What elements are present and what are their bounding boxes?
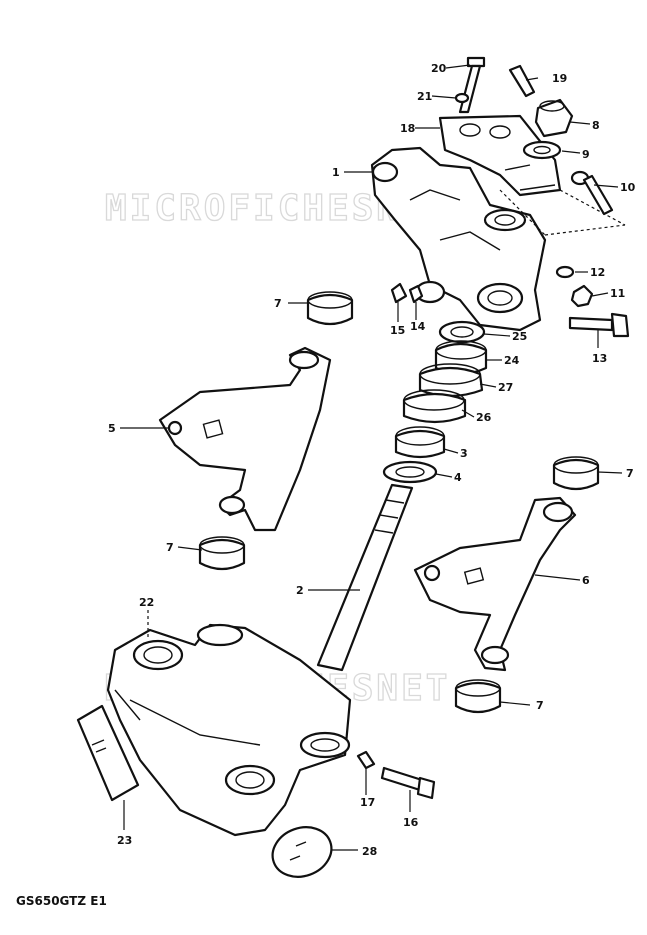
- callout-24: 24: [504, 354, 520, 367]
- callout-7-a: 7: [274, 297, 282, 310]
- cap-nut-part-8: [534, 98, 574, 138]
- bearing-part-26: [402, 389, 467, 424]
- bracket-part-6: [413, 496, 577, 672]
- grommet-part-7-d: [454, 679, 502, 714]
- pinch-bolt-part-13: [568, 312, 630, 338]
- callout-labels: 20 21 19 8 18 9 10 1 12 11 13 15 14 25 2…: [108, 62, 636, 858]
- callout-7-b: 7: [166, 541, 174, 554]
- steering-stem-head-part-1: [370, 146, 547, 332]
- callout-10: 10: [620, 181, 636, 194]
- dust-seal-part-4: [382, 460, 438, 484]
- label-plate-part-23: [76, 704, 140, 802]
- washer-part-15: [390, 282, 408, 304]
- cap-part-28: [271, 826, 333, 878]
- bolt-part-10: [570, 170, 614, 216]
- leader-lines: [120, 64, 626, 851]
- callout-21: 21: [417, 90, 432, 103]
- callout-12: 12: [590, 266, 605, 279]
- callout-11: 11: [610, 287, 625, 300]
- callout-15: 15: [390, 324, 405, 337]
- washer-part-9: [522, 140, 562, 160]
- grommet-part-7-c: [552, 456, 600, 491]
- callout-27: 27: [498, 381, 513, 394]
- callout-19: 19: [552, 72, 567, 85]
- steering-stem-part-2: [316, 483, 414, 672]
- callout-9: 9: [582, 148, 590, 161]
- bracket-part-5: [158, 346, 332, 532]
- lower-bracket-part-22: [106, 623, 352, 837]
- nut-part-11: [570, 284, 594, 308]
- callout-23: 23: [117, 834, 132, 847]
- callout-2: 2: [296, 584, 304, 597]
- callout-1: 1: [332, 166, 340, 179]
- clip-part-19: [508, 64, 536, 98]
- callout-14: 14: [410, 320, 426, 333]
- callout-5: 5: [108, 422, 116, 435]
- nut-part-25: [438, 320, 486, 344]
- callout-25: 25: [512, 330, 527, 343]
- callout-16: 16: [403, 816, 419, 829]
- model-code: GS650GTZ E1: [16, 894, 107, 908]
- callout-6: 6: [582, 574, 590, 587]
- callout-26: 26: [476, 411, 492, 424]
- washer-part-21: [454, 92, 470, 104]
- callout-7-d: 7: [536, 699, 544, 712]
- nut-part-12: [555, 265, 575, 279]
- callout-7-c: 7: [626, 467, 634, 480]
- callout-20: 20: [431, 62, 447, 75]
- handlebar-holder-part-18: [438, 114, 562, 197]
- callout-28: 28: [362, 845, 377, 858]
- callout-18: 18: [400, 122, 415, 135]
- washer-part-17: [356, 750, 376, 770]
- callout-17: 17: [360, 796, 375, 809]
- callout-13: 13: [592, 352, 607, 365]
- callout-8: 8: [592, 119, 600, 132]
- nut-part-14: [408, 284, 424, 304]
- bearing-part-3: [394, 426, 446, 459]
- callout-22: 22: [139, 596, 154, 609]
- grommet-part-7-a: [306, 291, 354, 326]
- callout-3: 3: [460, 447, 468, 460]
- callout-4: 4: [454, 471, 462, 484]
- grommet-part-7-b: [198, 536, 246, 571]
- bolt-part-16: [380, 766, 436, 800]
